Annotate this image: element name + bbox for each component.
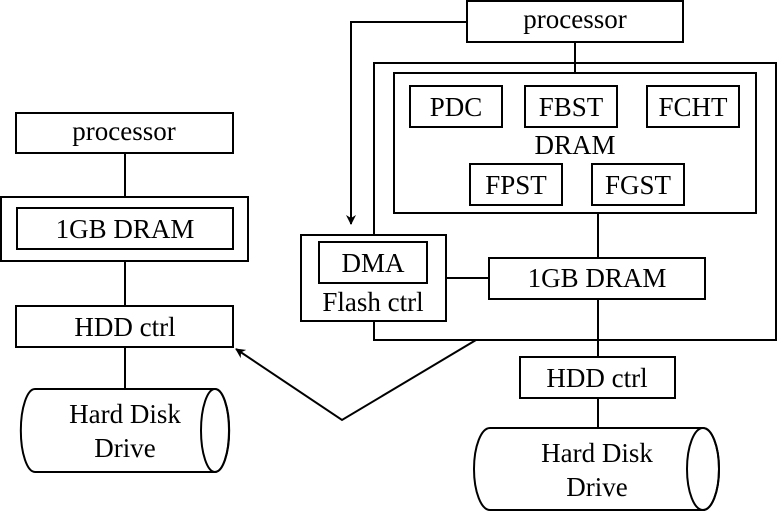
dma-label: DMA [341,248,405,278]
dram-tables-box: PDC FBST FCHT DRAM FPST FGST [393,72,757,214]
right-hdd-ctrl-label: HDD ctrl [546,363,647,393]
table-fcht-label: FCHT [658,92,728,122]
left-processor-box: processor [15,112,234,154]
right-hard-disk-drive: Hard Disk Drive [473,427,720,511]
left-disk-cylinder-end [200,388,230,473]
table-fpst-label: FPST [485,170,547,200]
table-fbst: FBST [524,85,618,128]
flash-ctrl-box: DMA Flash ctrl [300,234,447,322]
table-fcht: FCHT [646,85,740,128]
left-hdd-ctrl-box: HDD ctrl [15,305,234,348]
table-pdc: PDC [409,85,503,128]
processor-to-dma-arrow [346,21,467,225]
left-hdd-label-line2: Drive [94,433,155,463]
left-hard-disk-drive: Hard Disk Drive [19,388,231,473]
dram-tables-label: DRAM [534,130,615,160]
left-dram-box: 1GB DRAM [0,196,249,262]
migration-arrow [235,339,477,422]
right-disk-cylinder-end [686,427,720,511]
right-hdd-label-line2: Drive [566,472,627,502]
left-hdd-label-line1: Hard Disk [69,399,181,429]
left-processor-label: processor [72,116,175,146]
right-processor-label: processor [523,4,626,34]
right-dram-box: 1GB DRAM [488,257,706,300]
right-processor-box: processor [466,0,684,43]
left-dram-label: 1GB DRAM [56,214,195,244]
flash-ctrl-label: Flash ctrl [322,287,423,317]
left-system: processor 1GB DRAM HDD ctrl Hard Disk Dr… [0,112,249,473]
table-pdc-label: PDC [430,92,483,122]
table-fgst-label: FGST [605,170,672,200]
right-hdd-ctrl-box: HDD ctrl [519,356,676,399]
left-hdd-ctrl-label: HDD ctrl [74,312,175,342]
right-dram-label: 1GB DRAM [528,263,667,293]
table-fbst-label: FBST [539,92,604,122]
right-system: processor PDC FBST FCHT DRAM FPST [300,0,777,511]
right-hdd-label-line1: Hard Disk [541,438,653,468]
table-fgst: FGST [591,163,685,206]
table-fpst: FPST [469,163,563,206]
